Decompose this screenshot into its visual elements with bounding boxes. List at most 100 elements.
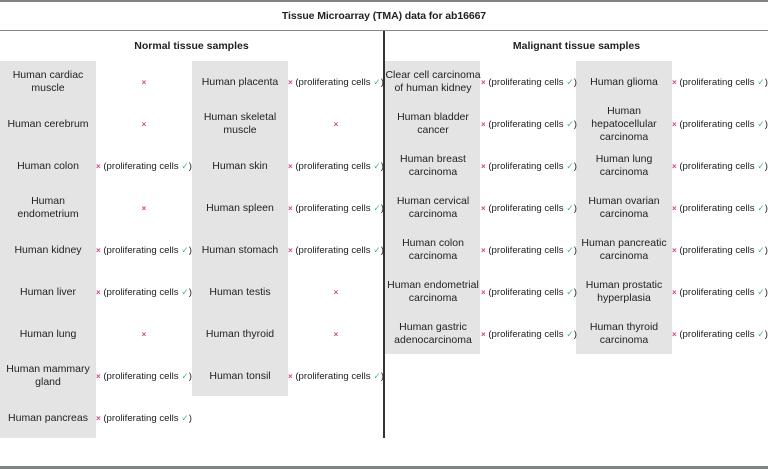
cross-icon: ×: [672, 287, 677, 297]
cross-icon: ×: [288, 371, 293, 381]
tissue-name: Human prostatic hyperplasia: [585, 279, 663, 304]
staining-result: × (proliferating cells ✓): [288, 203, 384, 214]
proliferating-close: ): [573, 286, 577, 298]
proliferating-label: (proliferating cells: [488, 202, 564, 214]
proliferating-close: ): [764, 160, 768, 172]
tissue-name: Human thyroid carcinoma: [589, 321, 659, 346]
proliferating-close: ): [764, 328, 768, 340]
tissue-name: Human thyroid: [205, 327, 275, 340]
proliferating-close: ): [573, 160, 577, 172]
cross-icon: ×: [481, 329, 486, 339]
check-icon: ✓: [757, 202, 765, 213]
proliferating-label: (proliferating cells: [679, 118, 755, 130]
tissue-row: Human placenta× (proliferating cells ✓): [192, 61, 384, 103]
proliferating-label: (proliferating cells: [295, 244, 371, 256]
tissue-row: Human pancreatic carcinoma× (proliferati…: [576, 229, 768, 271]
check-icon: ✓: [181, 412, 189, 423]
proliferating-close: ): [188, 244, 192, 256]
check-icon: ✓: [566, 118, 574, 129]
staining-result: × (proliferating cells ✓): [481, 329, 577, 340]
check-icon: ✓: [566, 202, 574, 213]
tissue-row: Human testis ×: [192, 271, 384, 313]
check-icon: ✓: [373, 160, 381, 171]
proliferating-label: (proliferating cells: [679, 328, 755, 340]
cross-icon: ×: [672, 329, 677, 339]
tissue-name: Human endometrial carcinoma: [387, 279, 479, 304]
table-title: Tissue Microarray (TMA) data for ab16667: [281, 10, 487, 22]
tissue-name: Human colon carcinoma: [402, 237, 464, 262]
staining-result: ×: [288, 287, 384, 298]
proliferating-label: (proliferating cells: [488, 328, 564, 340]
proliferating-label: (proliferating cells: [103, 412, 179, 424]
proliferating-label: (proliferating cells: [488, 244, 564, 256]
tissue-row: Human bladder cancer× (proliferating cel…: [385, 103, 577, 145]
tissue-name: Human kidney: [14, 243, 82, 256]
proliferating-label: (proliferating cells: [488, 160, 564, 172]
tissue-name: Human stomach: [201, 243, 279, 256]
tissue-name: Human cardiac muscle: [12, 69, 84, 94]
proliferating-label: (proliferating cells: [679, 76, 755, 88]
tissue-row: Human skin× (proliferating cells ✓): [192, 145, 384, 187]
check-icon: ✓: [757, 244, 765, 255]
staining-result: × (proliferating cells ✓): [288, 371, 384, 382]
check-icon: ✓: [181, 244, 189, 255]
proliferating-close: ): [573, 244, 577, 256]
check-icon: ✓: [757, 160, 765, 171]
cross-icon: ×: [141, 119, 147, 129]
proliferating-close: ): [188, 412, 192, 424]
staining-result: ×: [288, 329, 384, 340]
check-icon: ✓: [757, 328, 765, 339]
tissue-name: Human placenta: [201, 75, 279, 88]
staining-result: ×: [288, 119, 384, 130]
staining-result: × (proliferating cells ✓): [672, 287, 768, 298]
cross-icon: ×: [672, 77, 677, 87]
cross-icon: ×: [141, 77, 147, 87]
staining-result: × (proliferating cells ✓): [672, 77, 768, 88]
cross-icon: ×: [481, 119, 486, 129]
cross-icon: ×: [333, 287, 339, 297]
tissue-row: Human cardiac muscle ×: [0, 61, 192, 103]
cross-icon: ×: [288, 245, 293, 255]
proliferating-label: (proliferating cells: [679, 160, 755, 172]
tissue-name: Human pancreas: [8, 411, 88, 424]
tissue-row: Human skeletal muscle×: [192, 103, 384, 145]
staining-result: × (proliferating cells ✓): [481, 119, 577, 130]
proliferating-close: ): [380, 160, 384, 172]
tissue-name: Human breast carcinoma: [400, 153, 466, 178]
malignant-section-heading: Malignant tissue samples: [512, 40, 641, 52]
tissue-name: Human gastric adenocarcinoma: [394, 321, 472, 346]
proliferating-close: ): [764, 76, 768, 88]
tissue-row: Human mammary gland× (proliferating cell…: [0, 355, 192, 397]
proliferating-close: ): [764, 286, 768, 298]
tissue-row: Human pancreas× (proliferating cells ✓): [0, 397, 192, 439]
staining-result: × (proliferating cells ✓): [288, 245, 384, 256]
proliferating-close: ): [380, 202, 384, 214]
proliferating-label: (proliferating cells: [679, 286, 755, 298]
tissue-name: Human endometrium: [17, 195, 79, 220]
cross-icon: ×: [481, 203, 486, 213]
staining-result: × (proliferating cells ✓): [96, 161, 192, 172]
proliferating-close: ): [380, 76, 384, 88]
check-icon: ✓: [757, 118, 765, 129]
tissue-name: Human testis: [209, 285, 271, 298]
proliferating-close: ): [573, 202, 577, 214]
cross-icon: ×: [288, 161, 293, 171]
tissue-row: Human glioma× (proliferating cells ✓): [576, 61, 768, 103]
tissue-row: Human liver× (proliferating cells ✓): [0, 271, 192, 313]
tissue-row: Human endometrial carcinoma× (proliferat…: [385, 271, 577, 313]
staining-result: ×: [96, 203, 192, 214]
cross-icon: ×: [141, 203, 147, 213]
check-icon: ✓: [757, 286, 765, 297]
staining-result: × (proliferating cells ✓): [672, 245, 768, 256]
proliferating-close: ): [188, 160, 192, 172]
normal-col2-bg: [192, 61, 288, 396]
proliferating-close: ): [764, 118, 768, 130]
cross-icon: ×: [672, 119, 677, 129]
tissue-name: Human liver: [19, 285, 77, 298]
proliferating-close: ): [764, 244, 768, 256]
cross-icon: ×: [481, 245, 486, 255]
staining-result: × (proliferating cells ✓): [481, 245, 577, 256]
tissue-row: Human ovarian carcinoma× (proliferating …: [576, 187, 768, 229]
staining-result: × (proliferating cells ✓): [481, 161, 577, 172]
proliferating-label: (proliferating cells: [488, 118, 564, 130]
